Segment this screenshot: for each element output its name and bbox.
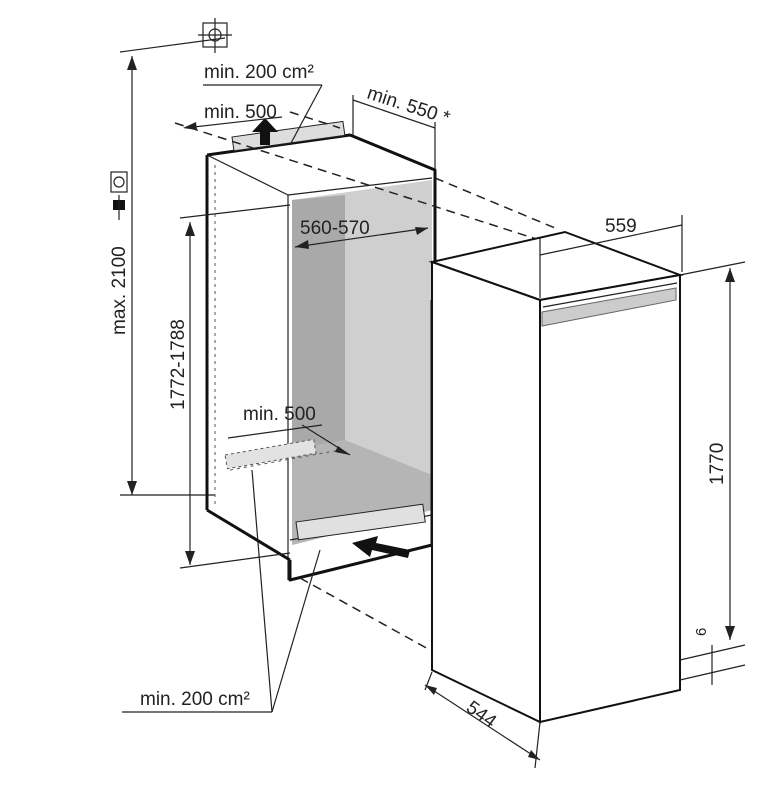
bottom-vent-annotation: min. 200 cm² (122, 469, 321, 713)
water-connection-icon (198, 18, 232, 53)
niche-height-dimension: 1772-1788 (168, 204, 291, 569)
appliance-height-label: 1770 (707, 443, 728, 485)
appliance-width-dimension: 559 (539, 215, 683, 298)
plinth-offset-dimension: 6 (679, 628, 746, 685)
niche-cabinet (205, 120, 437, 582)
niche-width-dimension: 560-570 (294, 218, 429, 249)
max-height-dimension: max. 2100 (109, 37, 226, 496)
top-clearance-label: min. 500 (204, 102, 277, 123)
appliance-height-dimension: 1770 (679, 261, 746, 661)
socket-icon (110, 171, 128, 193)
airflow-arrow-icon (252, 118, 410, 558)
niche-depth-label: min. 550 * (364, 83, 452, 130)
plug-icon (113, 195, 125, 220)
bottom-vent-area-label: min. 200 cm² (140, 689, 250, 710)
bottom-clearance-label: min. 500 (243, 404, 316, 425)
top-vent-annotation: min. 200 cm² min. 500 (183, 62, 323, 146)
top-vent-area-label: min. 200 cm² (204, 62, 314, 83)
plinth-offset-label: 6 (693, 628, 710, 636)
niche-height-label: 1772-1788 (168, 319, 189, 410)
appliance (428, 230, 684, 724)
appliance-depth-label: 544 (462, 697, 500, 733)
niche-width-label: 560-570 (300, 218, 370, 239)
max-height-label: max. 2100 (109, 246, 130, 335)
bottom-clearance-dimension: min. 500 (227, 404, 351, 456)
appliance-width-label: 559 (605, 216, 637, 237)
